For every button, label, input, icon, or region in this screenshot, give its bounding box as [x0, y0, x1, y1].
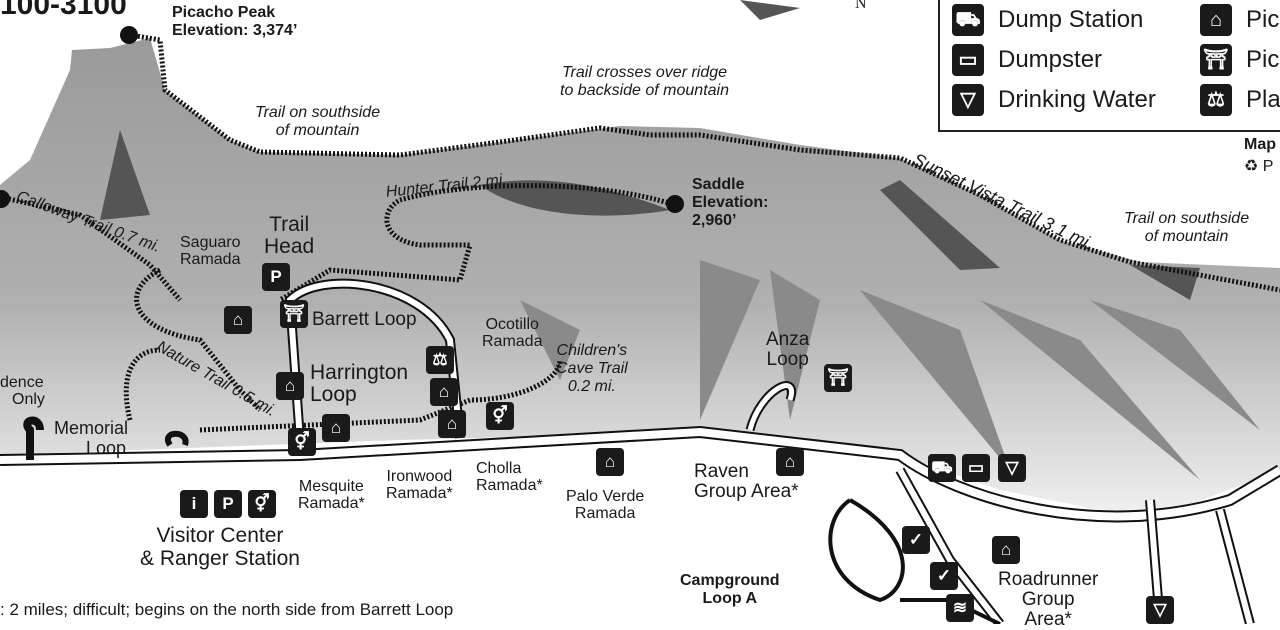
peak-marker [120, 26, 138, 44]
restroom-icon[interactable]: ⚥ [288, 428, 316, 456]
legend-label: Pic [1246, 46, 1280, 73]
dumpster-icon[interactable]: ▭ [962, 454, 990, 482]
legend-label: Pla [1246, 86, 1280, 113]
drinking-water-icon[interactable]: ▽ [998, 454, 1026, 482]
legend-label: Drinking Water [998, 86, 1156, 113]
dump-station-icon: ⛟ [952, 4, 984, 36]
picnic-ramada-icon[interactable]: ⌂ [276, 372, 304, 400]
picnic-ramada-icon[interactable]: ⌂ [438, 410, 466, 438]
ridge-spurs [520, 260, 1260, 480]
picnic-table-icon: ⛩ [1200, 44, 1232, 76]
picnic-table-icon[interactable]: ⛩ [280, 300, 308, 328]
picnic-ramada-icon[interactable]: ⌂ [224, 306, 252, 334]
shower-icon[interactable]: ≋ [946, 594, 974, 622]
visitor-center-label: Visitor Center& Ranger Station [140, 524, 300, 570]
recycled-note: ♻ P [1244, 158, 1274, 175]
parking-icon: P [262, 263, 290, 291]
drinking-water-icon[interactable]: ▽ [1146, 596, 1174, 624]
legend-label: Pic [1246, 6, 1280, 33]
picnic-ramada-icon[interactable]: ⌂ [992, 536, 1020, 564]
picnic-table-icon[interactable]: ⛩ [824, 364, 852, 392]
dark-ridge [100, 130, 150, 220]
dark-ridge [880, 180, 1000, 270]
compass-n: N [855, 0, 867, 12]
roads [0, 278, 1280, 624]
restroom-icon[interactable]: ⚥ [486, 402, 514, 430]
legend-label: Dumpster [998, 46, 1103, 73]
trail-description: : 2 miles; difficult; begins on the nort… [0, 600, 454, 619]
dark-ridge [480, 180, 670, 216]
recycle-icon: ♻ [1244, 158, 1259, 175]
picnic-ramada-icon[interactable]: ⌂ [776, 448, 804, 476]
campsite-icon[interactable]: ✓ [930, 562, 958, 590]
drinking-water-icon: ▽ [952, 84, 984, 116]
north-arrow [740, 0, 800, 20]
trail-marker [0, 190, 10, 208]
picnic-ramada-icon[interactable]: ⌂ [430, 378, 458, 406]
map-note: Map [1244, 136, 1276, 153]
barrett-loop-label: Barrett Loop [312, 309, 417, 330]
campsite-icon[interactable]: ✓ [902, 526, 930, 554]
visitor-center-icon[interactable]: i [180, 490, 208, 518]
saddle-marker [666, 195, 684, 213]
parking-icon: P [214, 490, 242, 518]
trails [4, 32, 1280, 433]
picnic-ramada-icon[interactable]: ⌂ [596, 448, 624, 476]
picnic-ramada-icon[interactable]: ⌂ [322, 414, 350, 442]
playground-icon[interactable]: ⚖ [426, 346, 454, 374]
dump-station-icon[interactable]: ⛟ [928, 454, 956, 482]
restroom-icon[interactable]: ⚥ [248, 490, 276, 518]
legend-label: Dump Station [998, 6, 1144, 33]
legend: ⛟Dump Station ▭Dumpster ▽Drinking Water … [938, 0, 1280, 132]
playground-icon: ⚖ [1200, 84, 1232, 116]
picnic-ramada-icon: ⌂ [1200, 4, 1232, 36]
dumpster-icon: ▭ [952, 44, 984, 76]
phone-number: 100-3100 [0, 0, 127, 21]
